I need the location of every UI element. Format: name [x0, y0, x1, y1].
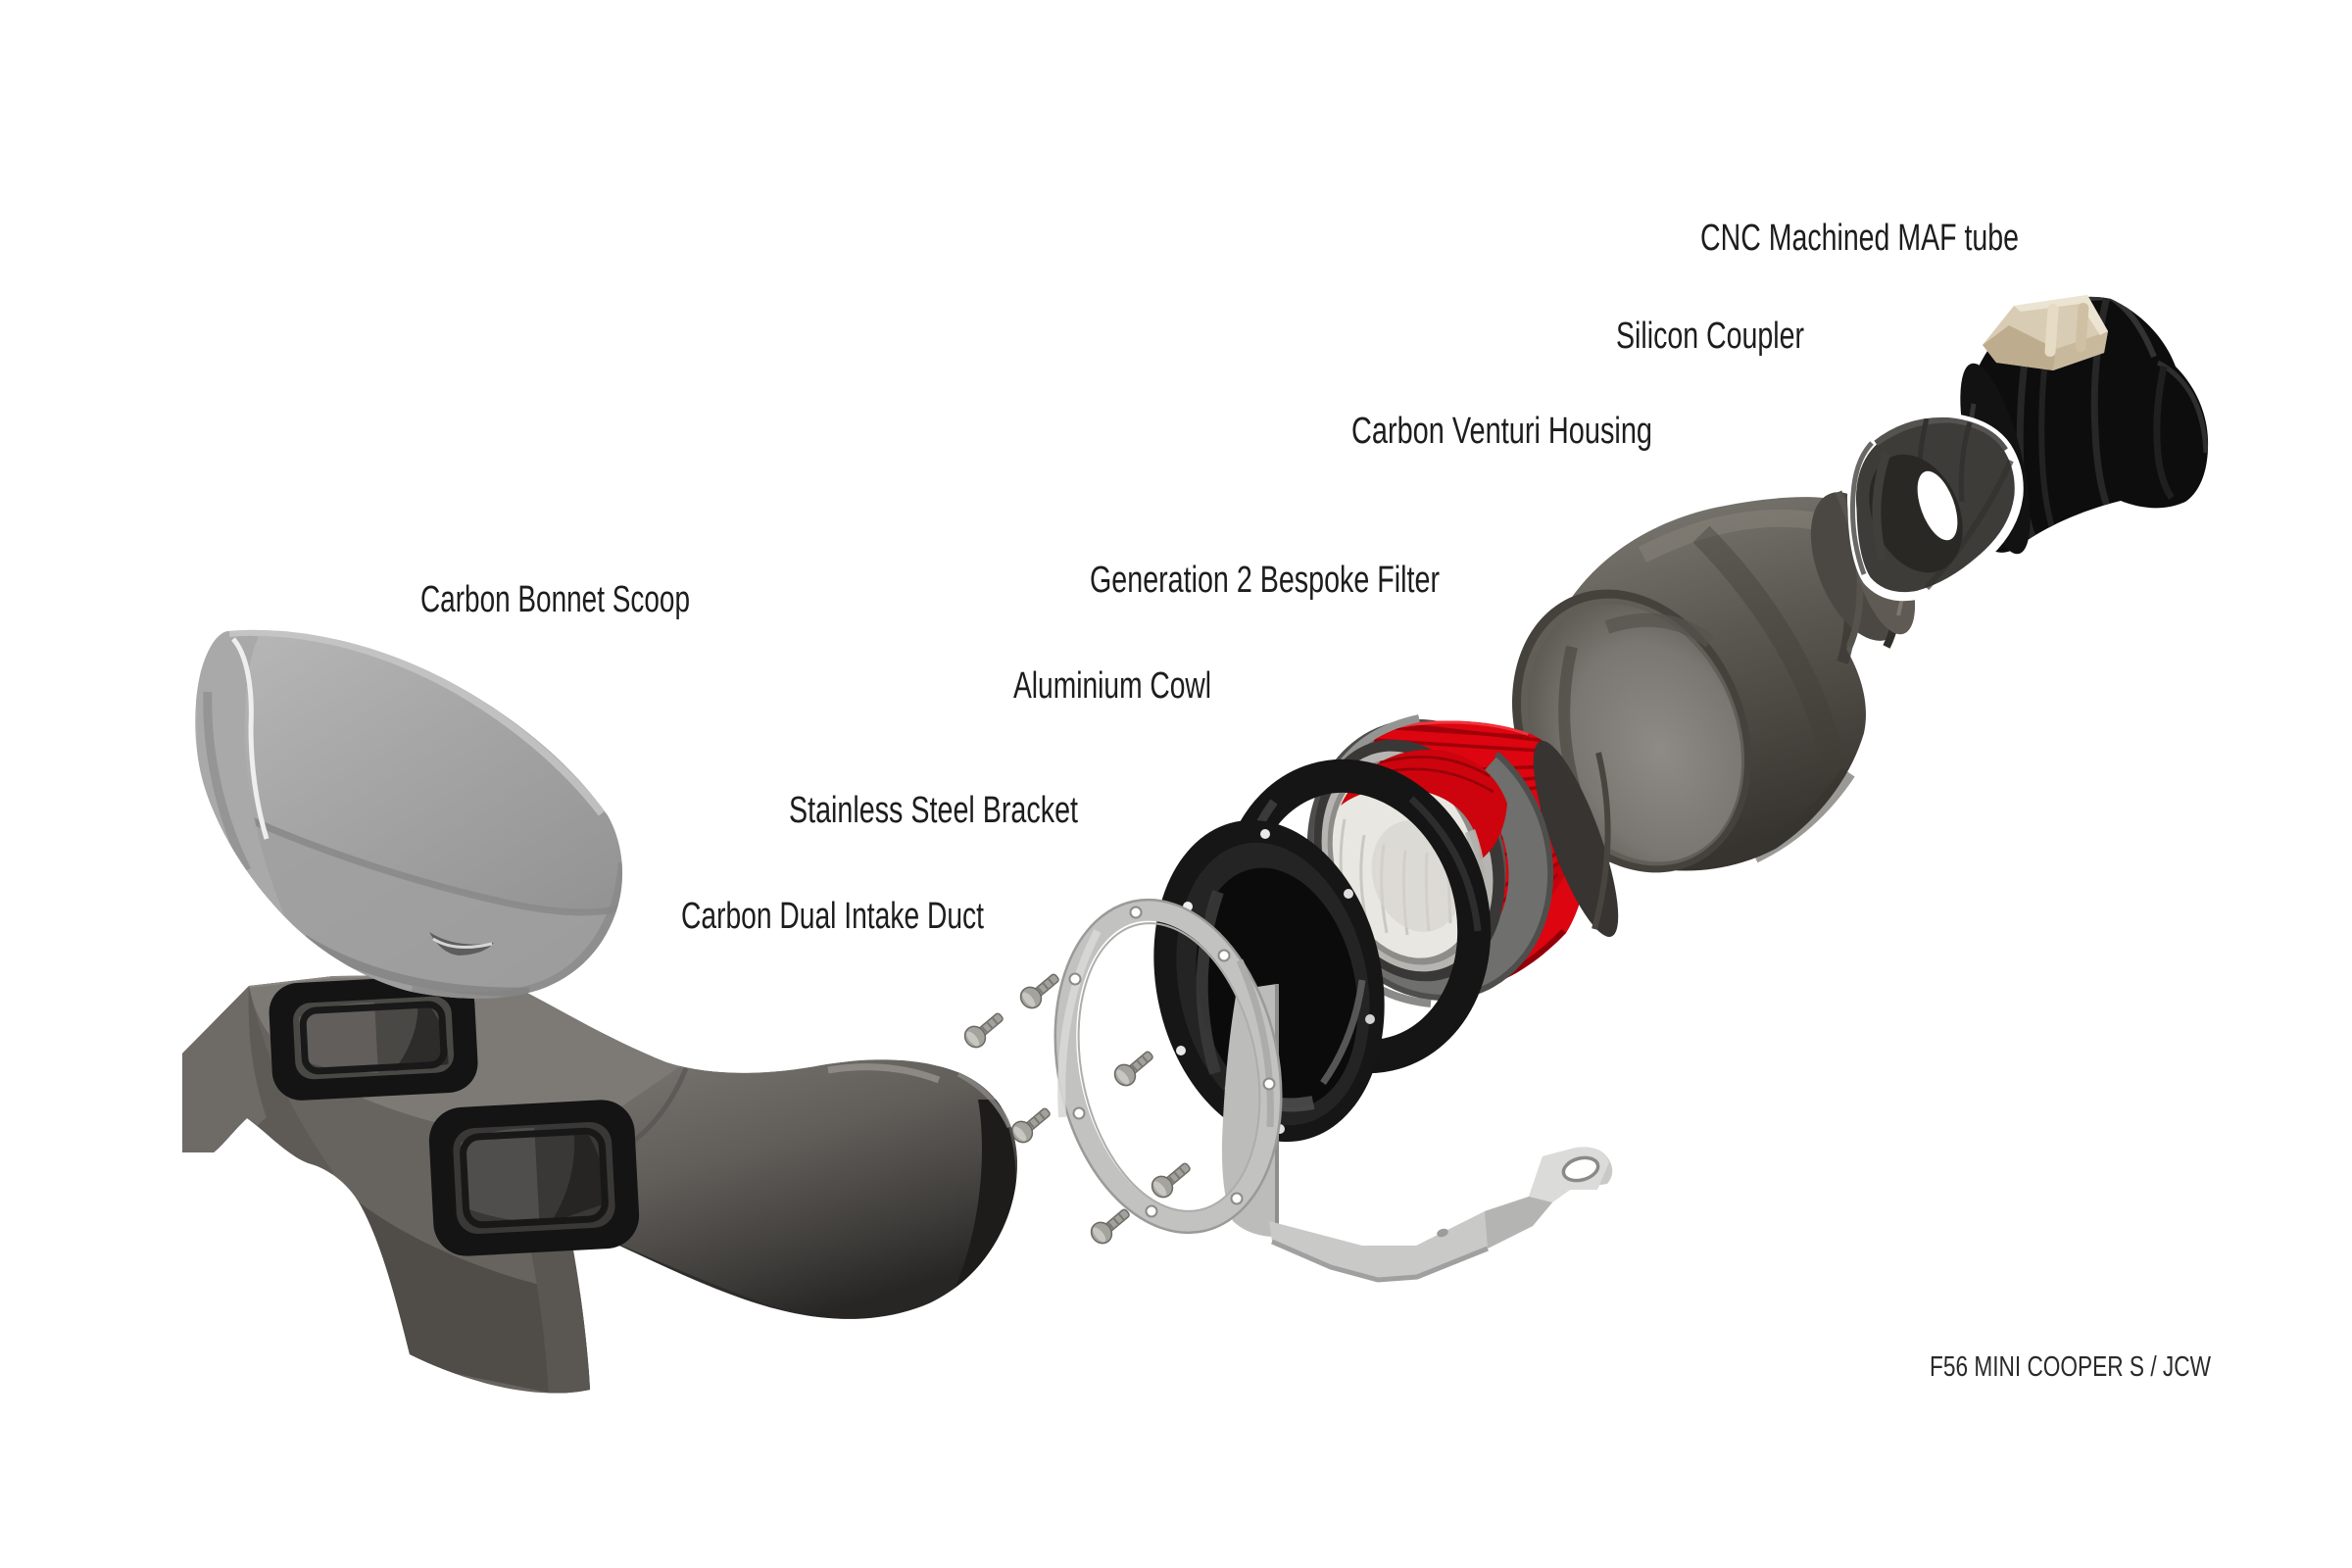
svg-text:CNC Machined MAF tube: CNC Machined MAF tube — [1700, 218, 2019, 259]
svg-text:Aluminium Cowl: Aluminium Cowl — [1013, 665, 1211, 707]
svg-text:Stainless Steel Bracket: Stainless Steel Bracket — [789, 790, 1078, 831]
svg-text:Generation 2 Bespoke Filter: Generation 2 Bespoke Filter — [1090, 560, 1440, 601]
svg-text:Carbon Bonnet Scoop: Carbon Bonnet Scoop — [420, 579, 690, 620]
svg-text:Carbon Dual Intake Duct: Carbon Dual Intake Duct — [681, 896, 984, 937]
svg-text:F56 MINI COOPER S / JCW: F56 MINI COOPER S / JCW — [1930, 1351, 2211, 1383]
svg-text:Silicon Coupler: Silicon Coupler — [1616, 316, 1804, 357]
svg-text:Carbon Venturi Housing: Carbon Venturi Housing — [1351, 411, 1652, 452]
